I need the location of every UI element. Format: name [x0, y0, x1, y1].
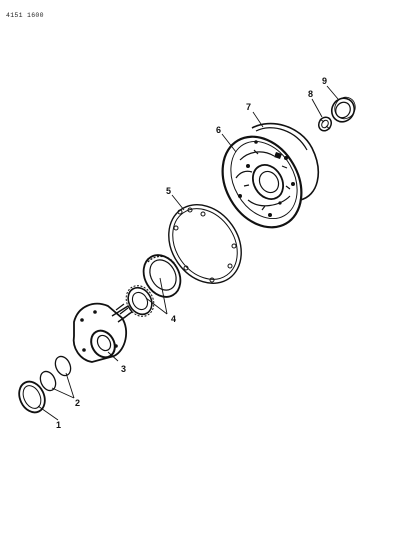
document-code: 4151 1600 [6, 12, 44, 19]
callout-4: 4 [171, 314, 176, 324]
leader-lines [37, 85, 339, 421]
callout-5: 5 [166, 186, 171, 196]
part-1-thrust-washer [18, 380, 46, 414]
callout-3: 3 [121, 364, 126, 374]
callout-9: 9 [322, 76, 327, 86]
part-3-reaction-shaft-support [72, 302, 133, 363]
callout-labels: 9 8 7 6 5 4 3 2 1 [56, 76, 327, 430]
part-6-pump-body [221, 135, 303, 229]
part-5-gasket [168, 204, 242, 284]
callout-8: 8 [308, 89, 313, 99]
part-4-gears [125, 254, 182, 317]
part-8-bushing [317, 116, 333, 132]
part-7-housing-shell [251, 122, 320, 201]
callout-7: 7 [246, 102, 251, 112]
part-9-seal [330, 96, 356, 123]
callout-2: 2 [75, 398, 80, 408]
callout-1: 1 [56, 420, 61, 430]
part-2-seal-rings [39, 355, 72, 392]
callout-6: 6 [216, 125, 221, 135]
